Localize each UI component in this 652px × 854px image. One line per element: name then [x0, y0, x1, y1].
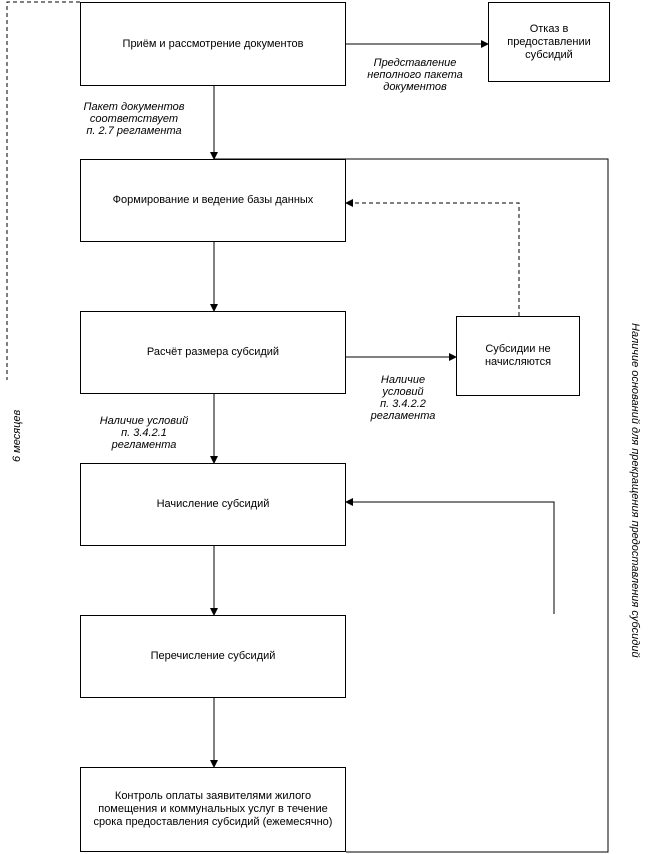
label-line: Представление: [373, 57, 457, 69]
box-refuse-subsidy: Отказ в предоставлении субсидий: [488, 2, 610, 82]
label-incomplete-package: Представление неполного пакета документо…: [355, 57, 475, 93]
label-line: неполного пакета: [367, 69, 463, 81]
label-line: регламента: [370, 410, 436, 422]
box-not-accrued: Субсидии не начисляются: [456, 316, 580, 396]
label-line: документов: [383, 81, 447, 93]
box-accrue: Начисление субсидий: [80, 463, 346, 546]
label-line: п. 3.4.2.2: [380, 398, 426, 410]
label-six-months: 6 месяцев: [11, 409, 23, 462]
label-termination-grounds: Наличие оснований для прекращения предос…: [629, 323, 641, 658]
box-transfer: Перечисление субсидий: [80, 615, 346, 698]
label-condition-3421: Наличие условий п. 3.4.2.1 регламента: [84, 415, 204, 451]
box-receive-documents: Приём и рассмотрение документов: [80, 2, 346, 86]
box-calculate: Расчёт размера субсидий: [80, 311, 346, 394]
label-line: Наличие: [380, 374, 426, 386]
label-package-ok: Пакет документов соответствует п. 2.7 ре…: [74, 101, 194, 137]
label-line: соответствует: [89, 113, 179, 125]
label-line: п. 2.7 регламента: [86, 125, 182, 137]
line-termination-loop: [214, 158, 609, 853]
label-line: условий: [382, 386, 424, 398]
label-line: Пакет документов: [83, 101, 185, 113]
label-line: регламента: [111, 439, 177, 451]
box-control: Контроль оплаты заявителями жилого помещ…: [80, 767, 346, 852]
label-condition-3422: Наличие условий п. 3.4.2.2 регламента: [358, 374, 448, 422]
label-line: п. 3.4.2.1: [121, 427, 167, 439]
label-line: Наличие условий: [99, 415, 189, 427]
arrow-feedback-to-accrue: [345, 498, 555, 614]
line-six-months-loop: [6, 1, 80, 380]
box-database: Формирование и ведение базы данных: [80, 159, 346, 242]
arrow-not-accrued-to-database: [345, 199, 520, 316]
